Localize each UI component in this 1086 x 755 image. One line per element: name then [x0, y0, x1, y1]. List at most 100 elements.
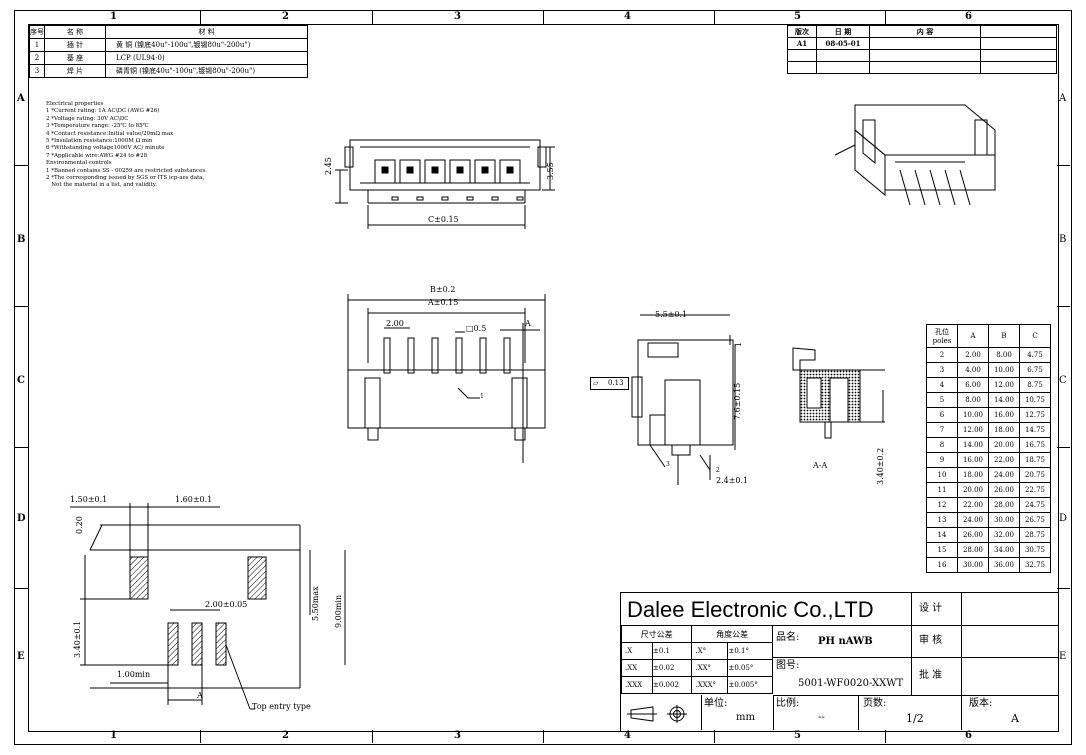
- poles-cell: 6.00: [957, 377, 989, 393]
- materials-header-no: 序号: [29, 25, 45, 39]
- dim-pcb-020: 0.20: [75, 516, 84, 534]
- poles-cell: 8.75: [1019, 377, 1051, 393]
- dim-pitch: 2.00: [386, 319, 404, 328]
- dim-top-245: 2.45: [324, 157, 333, 175]
- scale-value: --: [818, 712, 825, 723]
- note-line: 2 *The corresponding issued by SGS or IT…: [46, 175, 205, 182]
- tolerance-cell: ±0.05°: [727, 659, 773, 677]
- materials-cell: LCP (UL94-0): [105, 51, 308, 65]
- zone-top-5: 5: [794, 11, 801, 22]
- tolerance-cell: .XX: [621, 659, 653, 677]
- poles-cell: 10.00: [957, 407, 989, 423]
- tolerance-cell: .X: [621, 642, 653, 660]
- revision-cell: [980, 37, 1057, 50]
- dim-side-76: 7.6±0.15: [733, 382, 742, 420]
- revision-row: A1 08-05-01: [787, 37, 1057, 50]
- revision-header-row: 版次 日 期 内 容: [787, 25, 1057, 38]
- poles-cell: 14: [926, 527, 958, 543]
- zone-bottom-5: 5: [794, 730, 801, 741]
- top-zone-bar: 1 2 3 4 5 6: [28, 10, 1057, 24]
- top-entry-label: Top entry type: [252, 702, 311, 711]
- section-a-label: A: [525, 319, 531, 328]
- callout-1: 1: [480, 393, 484, 400]
- poles-cell: 20.00: [957, 482, 989, 498]
- poles-cell: 14.00: [988, 392, 1020, 408]
- tolerance-cell: .XXX: [621, 676, 653, 694]
- dim-pcb-160: 1.60±0.1: [175, 495, 213, 504]
- electrical-title: Electrical properties: [46, 101, 104, 107]
- poles-cell: 20.00: [988, 437, 1020, 453]
- title-block: Dalee Electronic Co.,LTD 设 计 审 核 批 准 尺寸公…: [620, 592, 1058, 731]
- poles-cell: 12.00: [988, 377, 1020, 393]
- poles-cell: 16: [926, 557, 958, 573]
- tolerance-cell: .XXX°: [691, 676, 729, 694]
- front-view-drawing: [347, 294, 546, 463]
- company-name: Dalee Electronic Co.,LTD: [627, 597, 874, 622]
- poles-cell: 22.75: [1019, 482, 1051, 498]
- note-line: 6 *Withstanding voltage1000V AC/ minute: [46, 145, 165, 152]
- dim-top-355: 3.55: [546, 162, 555, 180]
- check-label: 审 核: [919, 635, 943, 646]
- materials-cell: 黄 铜 (镍底40u"-100u",镀锡80u"-200u"): [105, 38, 308, 52]
- version-value: A: [1011, 712, 1019, 725]
- materials-cell: 1: [29, 38, 45, 52]
- dim-side-55: 5.5±0.1: [655, 310, 688, 319]
- revision-header-date: 日 期: [816, 25, 870, 38]
- product-name-value: PH nAWB: [818, 636, 873, 647]
- materials-row: 1 插 针 黄 铜 (镍底40u"-100u",镀锡80u"-200u"): [29, 38, 308, 52]
- materials-cell: 3: [29, 64, 45, 78]
- poles-cell: 10.75: [1019, 392, 1051, 408]
- isometric-view-drawing: [834, 104, 996, 206]
- dim-pcb-340: 3.40±0.1: [73, 620, 82, 658]
- drawing-number-value: 5001-WF0020-XXWT: [798, 678, 904, 689]
- notes-block: Electrical properties 1 *Current rating:…: [46, 101, 207, 190]
- tolerance-label: 尺寸公差: [620, 625, 693, 643]
- materials-row: 3 焊 片 磷青铜 (镍底40u"-100u",镀锡80u"-200u"): [29, 64, 308, 78]
- zone-top-1: 1: [110, 11, 117, 22]
- dim-top-c: C±0.15: [428, 215, 459, 224]
- poles-cell: 32.00: [988, 527, 1020, 543]
- poles-cell: 5: [926, 392, 958, 408]
- poles-cell: 12.75: [1019, 407, 1051, 423]
- zone-right-b: B: [1059, 234, 1067, 245]
- dim-square: □0.5: [466, 324, 487, 333]
- zone-bottom-3: 3: [454, 730, 461, 741]
- revision-header-version: 版次: [787, 25, 817, 38]
- materials-header-material: 材 料: [105, 25, 308, 39]
- zone-left-e: E: [17, 651, 25, 662]
- poles-cell: 4: [926, 377, 958, 393]
- angle-tolerance-label: 角度公差: [691, 625, 773, 643]
- zone-bottom-4: 4: [624, 730, 631, 741]
- zone-right-c: C: [1059, 375, 1067, 386]
- zone-top-2: 2: [282, 11, 289, 22]
- poles-header-b: B: [988, 324, 1020, 348]
- dim-pcb-550: 5.50max: [311, 586, 320, 621]
- dim-pcb-150: 1.50±0.1: [70, 495, 108, 504]
- flatness-box: ⏥ 0.13: [590, 377, 629, 390]
- note-line: 7 *Applicable wire:AWG #24 to #28: [46, 152, 148, 159]
- design-label: 设 计: [919, 603, 943, 614]
- poles-cell: 16.00: [988, 407, 1020, 423]
- zone-top-3: 3: [454, 11, 461, 22]
- zone-top-4: 4: [624, 11, 631, 22]
- poles-cell: 8.00: [957, 392, 989, 408]
- poles-cell: 16.75: [1019, 437, 1051, 453]
- poles-cell: 32.75: [1019, 557, 1051, 573]
- product-name-label: 品名:: [776, 632, 800, 643]
- tolerance-cell: ±0.002: [651, 676, 693, 694]
- tolerance-cell: .XX°: [691, 659, 729, 677]
- poles-cell: 8: [926, 437, 958, 453]
- poles-cell: 3: [926, 362, 958, 378]
- approve-label: 批 准: [919, 670, 943, 681]
- flatness-icon: ⏥: [593, 379, 599, 387]
- revision-cell: [869, 37, 981, 50]
- drawing-number-label: 图号:: [776, 660, 800, 671]
